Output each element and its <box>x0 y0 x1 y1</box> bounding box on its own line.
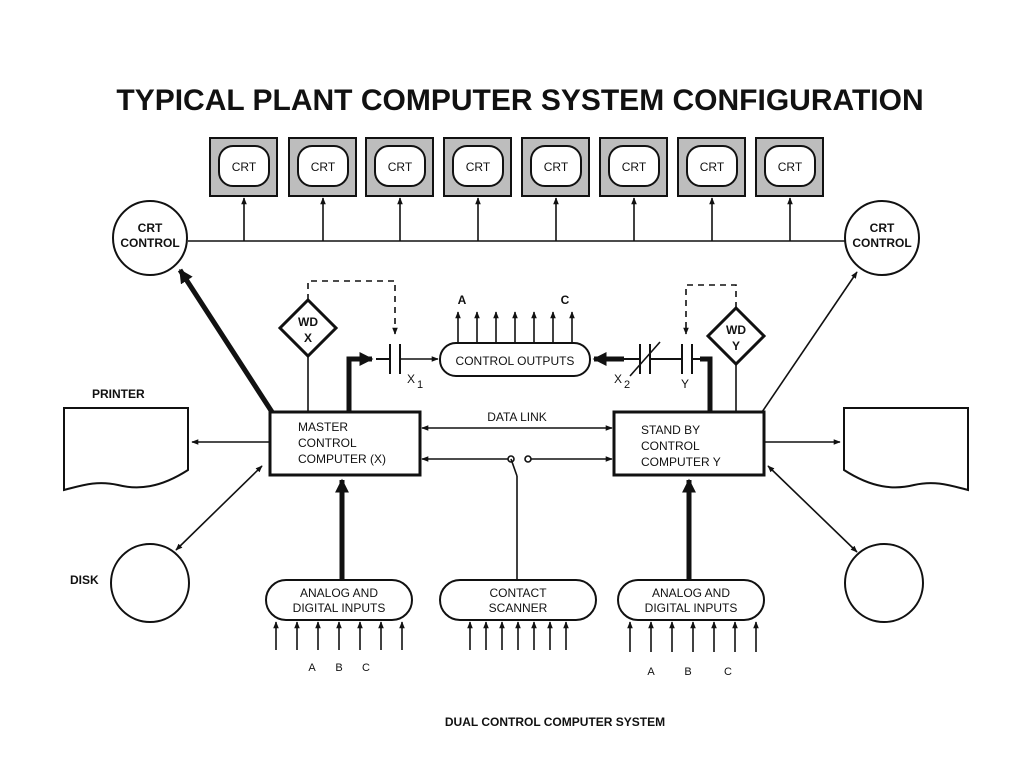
disk-right <box>844 543 924 623</box>
input-right-label-b: B <box>684 666 691 678</box>
analog-digital-inputs-right: ANALOG AND DIGITAL INPUTS <box>617 579 765 621</box>
standby-disk-arrow <box>767 465 858 553</box>
crt-control-left-line1: CRT <box>138 221 163 235</box>
crt-bus <box>188 197 846 242</box>
switch-x2-sub: 2 <box>624 379 630 391</box>
analog-right-input-arrows <box>627 621 759 652</box>
crt-label: CRT <box>466 160 491 174</box>
master-output-path <box>346 352 374 412</box>
contact-x1 <box>376 344 439 374</box>
crt-control-left: CRT CONTROL <box>112 200 188 276</box>
switch-x2-label: X <box>614 372 622 386</box>
input-right-label-a: A <box>647 666 655 678</box>
wd-x-line1: WD <box>298 315 318 329</box>
wd-y-line1: WD <box>726 323 746 337</box>
printer-left <box>63 407 189 492</box>
crt-monitor-8: CRT <box>755 137 824 197</box>
wd-x-dashed-link <box>307 280 398 335</box>
diagram-title: TYPICAL PLANT COMPUTER SYSTEM CONFIGURAT… <box>116 84 923 117</box>
contact-scanner-input-arrows <box>467 621 569 650</box>
analog-left-line1: ANALOG AND <box>300 586 378 600</box>
crt-label: CRT <box>311 160 336 174</box>
crt-label: CRT <box>700 160 725 174</box>
watchdog-x: WD X <box>277 297 339 359</box>
crt-label: CRT <box>232 160 257 174</box>
standby-line1: STAND BY <box>641 423 700 437</box>
crt-monitor-3: CRT <box>365 137 434 197</box>
disk-left <box>110 543 190 623</box>
contact-y <box>650 344 700 374</box>
data-link-switch <box>421 455 613 477</box>
contact-scanner-line2: SCANNER <box>489 601 548 615</box>
wd-y-line2: Y <box>732 339 740 353</box>
master-line1: MASTER <box>298 420 348 434</box>
crt-row: CRT CRT CRT CRT CRT CRT <box>209 137 824 197</box>
crt-control-right-line1: CRT <box>870 221 895 235</box>
switch-x1-label: X <box>407 372 415 386</box>
standby-output-path <box>700 356 713 412</box>
crt-label: CRT <box>622 160 647 174</box>
crt-control-left-line2: CONTROL <box>120 236 179 250</box>
output-label-c: C <box>561 293 570 307</box>
input-left-label-a: A <box>308 662 316 674</box>
switch-y-label: Y <box>681 377 689 391</box>
crt-control-right-line2: CONTROL <box>852 236 911 250</box>
analog-right-line1: ANALOG AND <box>652 586 730 600</box>
contact-scanner: CONTACT SCANNER <box>439 579 597 621</box>
crt-monitor-2: CRT <box>288 137 357 197</box>
standby-to-crt-control-arrow <box>761 271 858 413</box>
data-link-label: DATA LINK <box>487 410 547 424</box>
watchdog-y: WD Y <box>705 305 767 367</box>
standby-control-computer: STAND BY CONTROL COMPUTER Y <box>612 410 766 477</box>
disk-label: DISK <box>70 573 99 587</box>
printer-right <box>843 407 969 492</box>
master-disk-arrow <box>175 465 263 551</box>
crt-label: CRT <box>778 160 803 174</box>
control-outputs-label: CONTROL OUTPUTS <box>456 354 575 368</box>
master-control-computer: MASTER CONTROL COMPUTER (X) <box>268 410 422 477</box>
printer-label: PRINTER <box>92 387 145 401</box>
crt-monitor-4: CRT <box>443 137 512 197</box>
crt-monitor-1: CRT <box>209 137 278 197</box>
crt-control-right: CRT CONTROL <box>844 200 920 276</box>
analog-left-line2: DIGITAL INPUTS <box>293 601 386 615</box>
crt-monitor-7: CRT <box>677 137 746 197</box>
crt-label: CRT <box>388 160 413 174</box>
caption: DUAL CONTROL COMPUTER SYSTEM <box>445 715 665 729</box>
analog-digital-inputs-left: ANALOG AND DIGITAL INPUTS <box>265 579 413 621</box>
input-right-label-c: C <box>724 666 732 678</box>
output-label-a: A <box>458 293 467 307</box>
wd-x-line2: X <box>304 331 312 345</box>
crt-monitor-5: CRT <box>521 137 590 197</box>
control-output-arrows <box>455 311 575 343</box>
analog-right-line2: DIGITAL INPUTS <box>645 601 738 615</box>
wd-y-dashed-link <box>683 284 737 335</box>
crt-label: CRT <box>544 160 569 174</box>
master-line3: COMPUTER (X) <box>298 452 386 466</box>
standby-line3: COMPUTER Y <box>641 455 721 469</box>
control-outputs: CONTROL OUTPUTS <box>439 342 591 377</box>
master-line2: CONTROL <box>298 436 357 450</box>
master-to-crt-control-arrow <box>177 268 275 414</box>
input-left-label-c: C <box>362 662 370 674</box>
crt-monitor-6: CRT <box>599 137 668 197</box>
standby-line2: CONTROL <box>641 439 700 453</box>
analog-left-input-arrows <box>273 621 405 650</box>
contact-x2 <box>624 341 661 377</box>
input-left-label-b: B <box>335 662 342 674</box>
contact-scanner-line1: CONTACT <box>489 586 547 600</box>
switch-x1-sub: 1 <box>417 379 423 391</box>
